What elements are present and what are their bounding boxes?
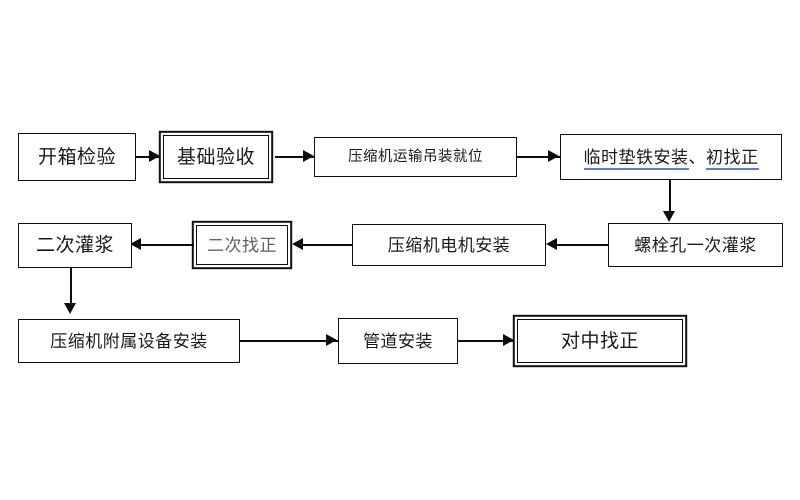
arrow-head-n4-n5 [663,211,675,222]
flow-node-foundation-acceptance[interactable]: 基础验收 [163,135,269,179]
flow-node-label: 开箱检验 [37,146,116,168]
flow-node-compressor-motor-installation[interactable]: 压缩机电机安装 [352,224,546,266]
flow-node-label: 管道安装 [363,331,433,351]
arrow-head-n3-n4 [548,150,559,162]
connector-n3-n4-line [517,156,560,158]
flow-node-label: 二次灌浆 [35,235,114,256]
flow-node-label: 临时垫铁安装、初找正 [583,147,759,170]
flow-node-secondary-alignment[interactable]: 二次找正 [196,225,288,265]
arrow-head-n10-n11 [503,334,514,346]
flow-node-label: 基础验收 [176,146,255,168]
punct-separator: 、 [688,147,706,167]
flow-node-open-box-inspection[interactable]: 开箱检验 [18,133,136,181]
flow-node-secondary-grouting[interactable]: 二次灌浆 [18,223,132,268]
flow-node-pipeline-installation[interactable]: 管道安装 [338,318,458,364]
arrow-head-n2-n3 [303,150,314,162]
arrow-head-n7-n8 [130,238,141,250]
connector-n2-n3-line [275,156,315,158]
spellcheck-segment-2: 初找正 [706,147,759,170]
arrow-head-n9-n10 [326,334,337,346]
connector-n9-n10-line [240,340,338,342]
connector-n5-n6-line [550,244,608,246]
arrow-head-n5-n6 [546,238,557,250]
flow-node-centering-alignment[interactable]: 对中找正 [517,319,683,363]
flow-node-label: 螺栓孔一次灌浆 [634,235,757,255]
connector-n8-n9-line [70,268,72,306]
flow-node-label: 压缩机运输吊装就位 [348,148,483,165]
flow-node-label: 压缩机附属设备安装 [50,331,208,351]
flow-node-label: 对中找正 [560,330,639,352]
flow-node-compressor-auxiliary-equipment-installation[interactable]: 压缩机附属设备安装 [18,319,240,363]
connector-n7-n8-line [134,244,194,246]
connector-n4-n5-line [669,180,671,214]
flow-node-temp-shim-install-initial-alignment[interactable]: 临时垫铁安装、初找正 [560,134,782,180]
arrow-head-n8-n9 [64,303,76,314]
arrow-head-n1-n2 [149,150,160,162]
flow-node-compressor-transport-hoisting[interactable]: 压缩机运输吊装就位 [314,137,517,177]
arrow-head-n6-n7 [292,238,303,250]
connector-n6-n7-line [296,244,352,246]
flow-node-bolt-hole-primary-grouting[interactable]: 螺栓孔一次灌浆 [608,223,783,267]
connector-n10-n11-line [458,340,516,342]
flow-node-label: 压缩机电机安装 [387,235,511,255]
flow-node-label: 二次找正 [207,235,277,255]
spellcheck-segment-1: 临时垫铁安装 [583,147,689,170]
connector-n1-n2-line [136,156,160,158]
